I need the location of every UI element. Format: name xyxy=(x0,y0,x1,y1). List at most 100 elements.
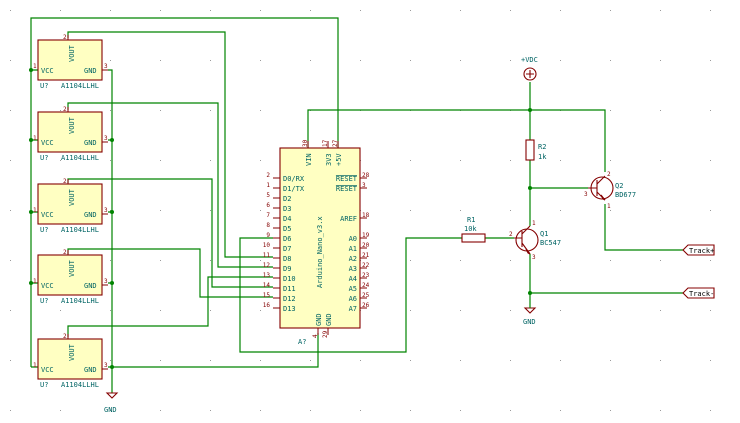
svg-text:3: 3 xyxy=(532,254,536,261)
sensor-pin1: 1 xyxy=(33,362,37,369)
arduino-bottom-pin-num: 4 xyxy=(312,334,319,338)
arduino-right-pin-label: A5 xyxy=(349,285,357,293)
q1-value: BC547 xyxy=(540,239,561,247)
r1-value: 10k xyxy=(464,225,477,233)
sensor-ref: U? xyxy=(40,381,48,389)
arduino-left-pin-num: 15 xyxy=(263,292,271,299)
arduino-left-pin-num: 8 xyxy=(266,222,270,229)
arduino-left-pin-num: 11 xyxy=(263,252,271,259)
sensor-pin1: 1 xyxy=(33,207,37,214)
sensor-pin2: 2 xyxy=(63,249,67,256)
arduino-left-pin-num: 12 xyxy=(263,262,271,269)
track-plus-label: Track+ xyxy=(682,244,715,256)
sensor-pin1: 1 xyxy=(33,63,37,70)
arduino-right-pin-num: 19 xyxy=(362,232,370,239)
arduino-left-pin-label: D0/RX xyxy=(283,175,305,183)
arduino-right-pin-label: A4 xyxy=(349,275,357,283)
gnd-symbol-main: GND xyxy=(523,293,537,326)
track-minus-text: Track- xyxy=(689,290,714,298)
sensor-value: A1104LLHL xyxy=(61,381,99,389)
arduino-left-pin-label: D12 xyxy=(283,295,296,303)
arduino-bottom-pin-label: GND xyxy=(315,313,323,326)
vdc-symbol: +VDC xyxy=(521,56,538,81)
sensor-gnd-label: GND xyxy=(84,211,97,219)
svg-text:2: 2 xyxy=(509,231,513,238)
arduino-left-pin-num: 1 xyxy=(266,182,270,189)
r2-value: 1k xyxy=(538,153,547,161)
sensor-gnd-label: GND xyxy=(84,366,97,374)
arduino-left-pin-label: D4 xyxy=(283,215,291,223)
arduino-top-pin-label: +5V xyxy=(335,153,343,166)
sensor-vout-label: VOUT xyxy=(68,343,76,361)
sensor-ref: U? xyxy=(40,154,48,162)
arduino-right-pin-label: A1 xyxy=(349,245,357,253)
arduino-left-pin-label: D8 xyxy=(283,255,291,263)
arduino-top-pin-num: 17 xyxy=(322,139,329,147)
arduino-right-pin-label: RESET xyxy=(336,175,358,183)
arduino-right-pin-label: A3 xyxy=(349,265,357,273)
sensor-vout-label: VOUT xyxy=(68,116,76,134)
arduino-left-pin-num: 7 xyxy=(266,212,270,219)
transistor-q2: Q2 BD677 3 2 1 xyxy=(584,171,636,210)
sensor-pin3: 3 xyxy=(104,278,108,285)
arduino-ref: A? xyxy=(298,338,306,346)
q2-ref: Q2 xyxy=(615,182,623,190)
sensor-pin3: 3 xyxy=(104,63,108,70)
sensor-vcc-label: VCC xyxy=(41,366,54,374)
sensor-pin2: 2 xyxy=(63,106,67,113)
arduino-right-pin-num: 25 xyxy=(362,292,370,299)
arduino-bottom-pin-num: 29 xyxy=(322,330,329,338)
sensor-vcc-label: VCC xyxy=(41,282,54,290)
sensor-ref: U? xyxy=(40,82,48,90)
resistor-r2: R2 1k xyxy=(525,139,547,161)
arduino-right-pin-label: A7 xyxy=(349,305,357,313)
arduino-right-pin-label: RESET xyxy=(336,185,358,193)
arduino-right-pin-label: A2 xyxy=(349,255,357,263)
sensor-pin2: 2 xyxy=(63,34,67,41)
track-plus-text: Track+ xyxy=(689,247,714,255)
arduino-top-pin-num: 27 xyxy=(332,139,339,147)
arduino-left-pin-num: 13 xyxy=(263,272,271,279)
svg-text:1: 1 xyxy=(607,203,611,210)
arduino-left-pin-label: D3 xyxy=(283,205,291,213)
arduino-right-pin-label: A6 xyxy=(349,295,357,303)
sensor-gnd-label: GND xyxy=(84,282,97,290)
sensor-ref: U? xyxy=(40,226,48,234)
arduino-left-pin-label: D13 xyxy=(283,305,296,313)
r2-ref: R2 xyxy=(538,143,546,151)
sensor-pin3: 3 xyxy=(104,135,108,142)
svg-text:3: 3 xyxy=(584,191,588,198)
arduino-left-pin-label: D2 xyxy=(283,195,291,203)
arduino-top-pin-label: 3V3 xyxy=(325,153,333,166)
arduino-left-pin-label: D7 xyxy=(283,245,291,253)
sensor-pin1: 1 xyxy=(33,135,37,142)
svg-text:2: 2 xyxy=(607,171,611,178)
track-minus-label: Track- xyxy=(682,287,715,299)
gnd-label-main: GND xyxy=(523,318,536,326)
sensor-pin3: 3 xyxy=(104,362,108,369)
sensor-vcc-label: VCC xyxy=(41,211,54,219)
arduino-left-pin-label: D5 xyxy=(283,225,291,233)
sensor-vout-label: VOUT xyxy=(68,188,76,206)
arduino-right-pin-num: 21 xyxy=(362,252,370,259)
arduino-bottom-pin-label: GND xyxy=(325,313,333,326)
arduino-right-pin-num: 20 xyxy=(362,242,370,249)
sensor-vcc-label: VCC xyxy=(41,139,54,147)
arduino-left-pin-label: D11 xyxy=(283,285,296,293)
sensor-value: A1104LLHL xyxy=(61,226,99,234)
arduino-left-pin-num: 2 xyxy=(266,172,270,179)
arduino-right-pin-num: 26 xyxy=(362,302,370,309)
svg-text:1: 1 xyxy=(532,220,536,227)
arduino-right-pin-num: 24 xyxy=(362,282,370,289)
arduino-name: Arduino_Nano_v3.x xyxy=(316,216,324,288)
arduino-right-pin-num: 28 xyxy=(362,172,370,179)
arduino-right-pin-label: A0 xyxy=(349,235,357,243)
arduino-top-pin-num: 30 xyxy=(302,139,309,147)
arduino-left-pin-label: D9 xyxy=(283,265,291,273)
